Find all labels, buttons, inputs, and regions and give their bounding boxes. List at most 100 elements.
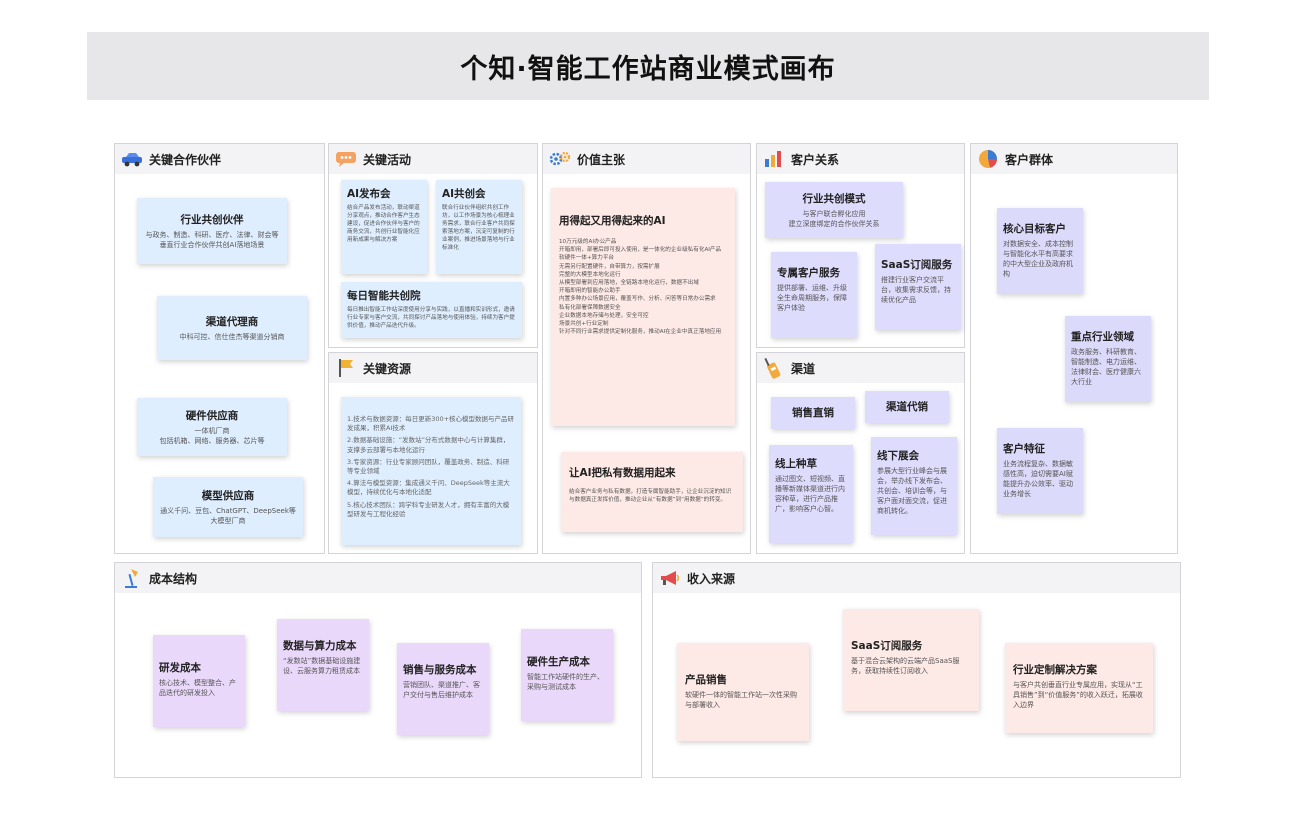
chat-bubble-icon xyxy=(335,148,357,170)
sticky-note[interactable]: 让AI把私有数据用起来 结合客户业务与私有数据，打造专属智能助手，让企业沉淀的知… xyxy=(561,452,743,532)
sticky-note[interactable]: 线上种草 通过图文、短视频、直播等新媒体渠道进行内容种草，进行产品推广，影响客户… xyxy=(769,445,853,543)
note-body: 每日推出智能工作站深度使用分享与实践，以直播和实训形式，邀请行业专家与客户交流，… xyxy=(347,307,515,329)
sticky-note[interactable]: 线下展会 参展大型行业峰会与展会，举办线下发布会、共创会、培训会等，与客户面对面… xyxy=(871,437,957,535)
section-key-partners: 关键合作伙伴 行业共创伙伴 与政务、制造、科研、医疗、法律、财会等垂直行业合作伙… xyxy=(114,143,325,554)
desk-lamp-icon xyxy=(121,567,143,589)
sticky-note[interactable]: 硬件供应商 一体机厂商 包括机箱、网络、服务器、芯片等 xyxy=(137,398,287,456)
note-title: AI发布会 xyxy=(347,188,391,200)
note-body: 结合客户业务与私有数据，打造专属智能助手，让企业沉淀的知识与数据真正发挥价值，推… xyxy=(569,489,732,503)
note-title: 让AI把私有数据用起来 xyxy=(569,467,676,479)
note-body: 与客户联合孵化应用 建立深度绑定的合作伙伴关系 xyxy=(788,209,880,228)
note-body: 政务服务、科研教育、智能制造、电力运维、法律财会、医疗健康六大行业 xyxy=(1071,348,1141,386)
sticky-note[interactable]: 行业定制解决方案 与客户共创垂直行业专属应用，实现从“工具销售”到“价值服务”的… xyxy=(1005,643,1153,733)
pie-chart-icon xyxy=(977,148,999,170)
sticky-note[interactable]: 1.技术与数据资源：每日更新300+核心模型数据与产品研发成果，积累AI技术 2… xyxy=(341,397,521,545)
sticky-note[interactable]: 行业共创伙伴 与政务、制造、科研、医疗、法律、财会等垂直行业合作伙伴共创AI落地… xyxy=(137,198,287,264)
section-channels: 渠道 销售直销 渠道代销 线上种草 通过图文、短视频、直播等新媒体渠道进行内容种… xyxy=(756,352,965,554)
note-body: 搭建行业客户交流平台，收集需求反馈，持续优化产品 xyxy=(881,276,951,304)
sticky-note[interactable]: 研发成本 核心技术、模型整合、产品迭代的研发投入 xyxy=(153,635,245,727)
section-header: 关键资源 xyxy=(329,353,537,383)
section-header: 成本结构 xyxy=(115,563,641,593)
sticky-note[interactable]: 客户特征 业务流程复杂、数据敏感性高，迫切需要AI赋能提升办公效率、驱动业务增长 xyxy=(997,428,1083,514)
sticky-note[interactable]: 行业共创模式 与客户联合孵化应用 建立深度绑定的合作伙伴关系 xyxy=(765,182,903,238)
note-title: 行业定制解决方案 xyxy=(1013,664,1097,676)
note-body: 对数据安全、成本控制与智能化水平有高要求的中大型企业及政府机构 xyxy=(1003,240,1073,278)
sticky-note[interactable]: SaaS订阅服务 基于混合云架构的云端产品SaaS服务，获取持续性订阅收入 xyxy=(843,609,979,711)
sticky-note[interactable]: 模型供应商 通义千问、豆包、ChatGPT、DeepSeek等大模型厂商 xyxy=(153,477,303,537)
sticky-note[interactable]: 专属客户服务 提供部署、运维、升级全生命周期服务，保障客户体验 xyxy=(771,252,857,338)
section-label: 收入来源 xyxy=(687,571,736,586)
note-title: 每日智能共创院 xyxy=(347,290,421,302)
note-body: 业务流程复杂、数据敏感性高，迫切需要AI赋能提升办公效率、驱动业务增长 xyxy=(1003,460,1073,498)
note-title: 数据与算力成本 xyxy=(283,640,357,652)
sticky-note[interactable]: SaaS订阅服务 搭建行业客户交流平台，收集需求反馈，持续优化产品 xyxy=(875,244,961,330)
note-title: 专属客户服务 xyxy=(777,267,840,279)
resource-item: 3.专家资源：行业专家顾问团队，覆盖政务、制造、科研等专业领域 xyxy=(347,457,510,476)
section-header: 关键合作伙伴 xyxy=(115,144,324,174)
gears-icon xyxy=(549,148,571,170)
sticky-note[interactable]: 每日智能共创院 每日推出智能工作站深度使用分享与实践，以直播和实训形式，邀请行业… xyxy=(341,282,522,338)
resource-item: 5.核心技术团队：跨学科专业研发人才，拥有丰富的大模型研发与工程化经验 xyxy=(347,500,510,518)
car-icon xyxy=(121,148,143,170)
note-title: 用得起又用得起来的AI xyxy=(559,215,666,227)
note-title: SaaS订阅服务 xyxy=(881,259,953,271)
section-value-proposition: 价值主张 用得起又用得起来的AI 10万元级的AI办公产品 开箱即用，部署后即可… xyxy=(542,143,751,554)
sticky-note[interactable]: 数据与算力成本 “发数站”数据基础设施建设、云服务算力租赁成本 xyxy=(277,619,369,711)
section-label: 价值主张 xyxy=(577,152,626,167)
sticky-note[interactable]: 重点行业领域 政务服务、科研教育、智能制造、电力运维、法律财会、医疗健康六大行业 xyxy=(1065,316,1151,402)
section-header: 渠道 xyxy=(757,353,964,383)
section-label: 客户关系 xyxy=(791,152,840,167)
canvas-title-bar: 个知·智能工作站商业模式画布 xyxy=(87,32,1209,100)
section-label: 关键资源 xyxy=(363,361,412,376)
resource-item: 2.数据基础设施：“发数站”分布式数据中心与计算集群，支撑多云部署与本地化运行 xyxy=(347,436,510,454)
section-header: 价值主张 xyxy=(543,144,750,174)
note-title: 行业共创伙伴 xyxy=(180,213,244,226)
section-label: 渠道 xyxy=(791,361,816,376)
sticky-note[interactable]: 硬件生产成本 智能工作站硬件的生产、采购与测试成本 xyxy=(521,629,613,721)
sticky-note[interactable]: 用得起又用得起来的AI 10万元级的AI办公产品 开箱即用，部署后即可投入使用，… xyxy=(551,188,735,426)
note-body: 一体机厂商 包括机箱、网络、服务器、芯片等 xyxy=(159,426,265,445)
note-title: 渠道代销 xyxy=(886,401,928,413)
sticky-note[interactable]: 渠道代理商 中科可控、信仕佳杰等渠道分销商 xyxy=(157,296,307,360)
sticky-note[interactable]: AI共创会 联合行业伙伴组织共创工作坊，以工作场景为核心梳理业务需求，联合行业客… xyxy=(436,180,522,274)
note-title: 核心目标客户 xyxy=(1003,223,1066,235)
note-body: 结合产品发布活动，联动渠道分享观点，推动合作客户生态建设，促进合作伙伴与客户的商… xyxy=(347,205,420,243)
note-title: 研发成本 xyxy=(159,662,201,674)
note-title: 重点行业领域 xyxy=(1071,331,1134,343)
note-title: 产品销售 xyxy=(685,674,727,686)
note-title: 硬件供应商 xyxy=(185,409,239,422)
sticky-note[interactable]: 产品销售 软硬件一体的智能工作站一次性采购与部署收入 xyxy=(677,643,809,741)
section-header: 客户群体 xyxy=(971,144,1177,174)
sticky-note[interactable]: 销售与服务成本 营销团队、渠道推广、客户交付与售后维护成本 xyxy=(397,643,489,735)
section-header: 客户关系 xyxy=(757,144,964,174)
section-label: 成本结构 xyxy=(149,571,198,586)
sticky-note[interactable]: 销售直销 xyxy=(771,397,855,429)
sticky-note[interactable]: AI发布会 结合产品发布活动，联动渠道分享观点，推动合作客户生态建设，促进合作伙… xyxy=(341,180,427,274)
note-body: 提供部署、运维、升级全生命周期服务，保障客户体验 xyxy=(777,284,847,312)
resource-item: 4.算法与模型资源：集成通义千问、DeepSeek等主流大模型，持续优化与本地化… xyxy=(347,479,510,497)
page-title: 个知·智能工作站商业模式画布 xyxy=(460,53,836,85)
note-body: 中科可控、信仕佳杰等渠道分销商 xyxy=(179,332,285,341)
note-body: 营销团队、渠道推广、客户交付与售后维护成本 xyxy=(403,681,480,699)
sticky-note[interactable]: 核心目标客户 对数据安全、成本控制与智能化水平有高要求的中大型企业及政府机构 xyxy=(997,208,1083,294)
note-title: 行业共创模式 xyxy=(802,192,866,205)
section-key-resources: 关键资源 1.技术与数据资源：每日更新300+核心模型数据与产品研发成果，积累A… xyxy=(328,352,538,554)
note-title: AI共创会 xyxy=(442,188,486,200)
section-customer-segments: 客户群体 核心目标客户 对数据安全、成本控制与智能化水平有高要求的中大型企业及政… xyxy=(970,143,1178,554)
megaphone-icon xyxy=(659,567,681,589)
resource-item: 1.技术与数据资源：每日更新300+核心模型数据与产品研发成果，积累AI技术 xyxy=(347,415,515,433)
note-title: 线下展会 xyxy=(877,450,919,462)
note-title: 硬件生产成本 xyxy=(527,656,590,668)
note-title: 销售直销 xyxy=(792,407,834,419)
walkie-talkie-icon xyxy=(763,357,785,379)
note-body: 智能工作站硬件的生产、采购与测试成本 xyxy=(527,673,604,691)
note-body: 参展大型行业峰会与展会，举办线下发布会、共创会、培训会等，与客户面对面交流，促进… xyxy=(877,467,947,515)
note-title: 模型供应商 xyxy=(201,489,255,502)
note-body: “发数站”数据基础设施建设、云服务算力租赁成本 xyxy=(283,657,361,675)
note-body: 通义千问、豆包、ChatGPT、DeepSeek等大模型厂商 xyxy=(160,506,296,525)
sticky-note[interactable]: 渠道代销 xyxy=(865,391,949,423)
note-title: 客户特征 xyxy=(1003,443,1045,455)
section-header: 关键活动 xyxy=(329,144,537,174)
section-cost-structure: 成本结构 研发成本 核心技术、模型整合、产品迭代的研发投入 数据与算力成本 “发… xyxy=(114,562,642,778)
note-body: 核心技术、模型整合、产品迭代的研发投入 xyxy=(159,679,236,697)
